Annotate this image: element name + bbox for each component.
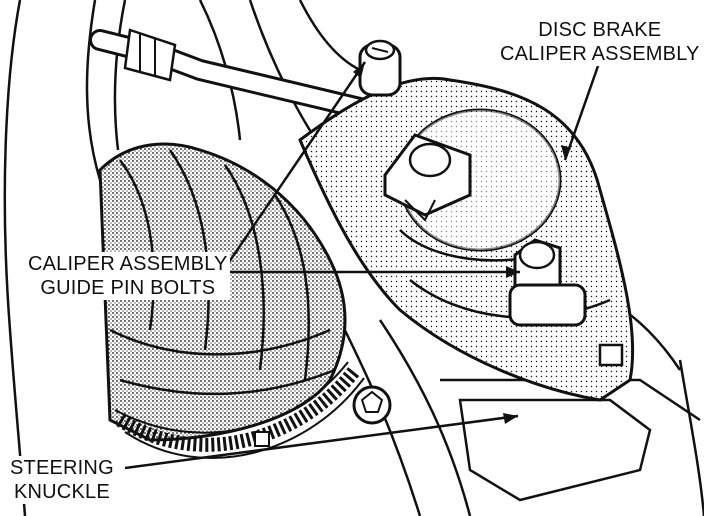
steering-knuckle-label: STEERING KNUCKLE	[8, 456, 116, 504]
steering-knuckle-label-line-2: KNUCKLE	[13, 481, 110, 503]
lower-guide-pin-bolt	[508, 238, 587, 327]
disc-brake-caliper-label-line-1: DISC BRAKE	[538, 19, 662, 41]
bleeder-screw	[358, 39, 402, 97]
leader-knuckle	[124, 414, 519, 470]
leader-lines	[124, 61, 600, 470]
arrowhead-guide-upper	[353, 62, 365, 78]
knuckle-bolt	[254, 343, 624, 447]
arrowhead-guide-lower	[506, 266, 520, 278]
leader-guide-upper	[223, 61, 367, 269]
upper-guide-pin-bolt	[383, 133, 472, 222]
guide-pin-bolts-label: CALIPER ASSEMBLY GUIDE PIN BOLTS	[26, 252, 230, 300]
arrowhead-knuckle	[503, 413, 518, 424]
brake-hose	[89, 28, 421, 131]
guide-pin-bolts-label-line-1: CALIPER ASSEMBLY	[28, 253, 228, 275]
arrowhead-caliper	[561, 145, 571, 160]
leader-arrowheads	[353, 62, 571, 424]
disc-brake-caliper-label-line-2: CALIPER ASSEMBLY	[500, 43, 700, 65]
tone-ring	[114, 361, 365, 459]
leader-caliper	[563, 65, 600, 161]
guide-pin-bolts-label-line-2: GUIDE PIN BOLTS	[40, 277, 216, 299]
caliper-body	[298, 77, 635, 402]
disc-brake-caliper-label: DISC BRAKE CALIPER ASSEMBLY	[498, 18, 702, 66]
steering-knuckle-label-line-1: STEERING	[10, 457, 114, 479]
